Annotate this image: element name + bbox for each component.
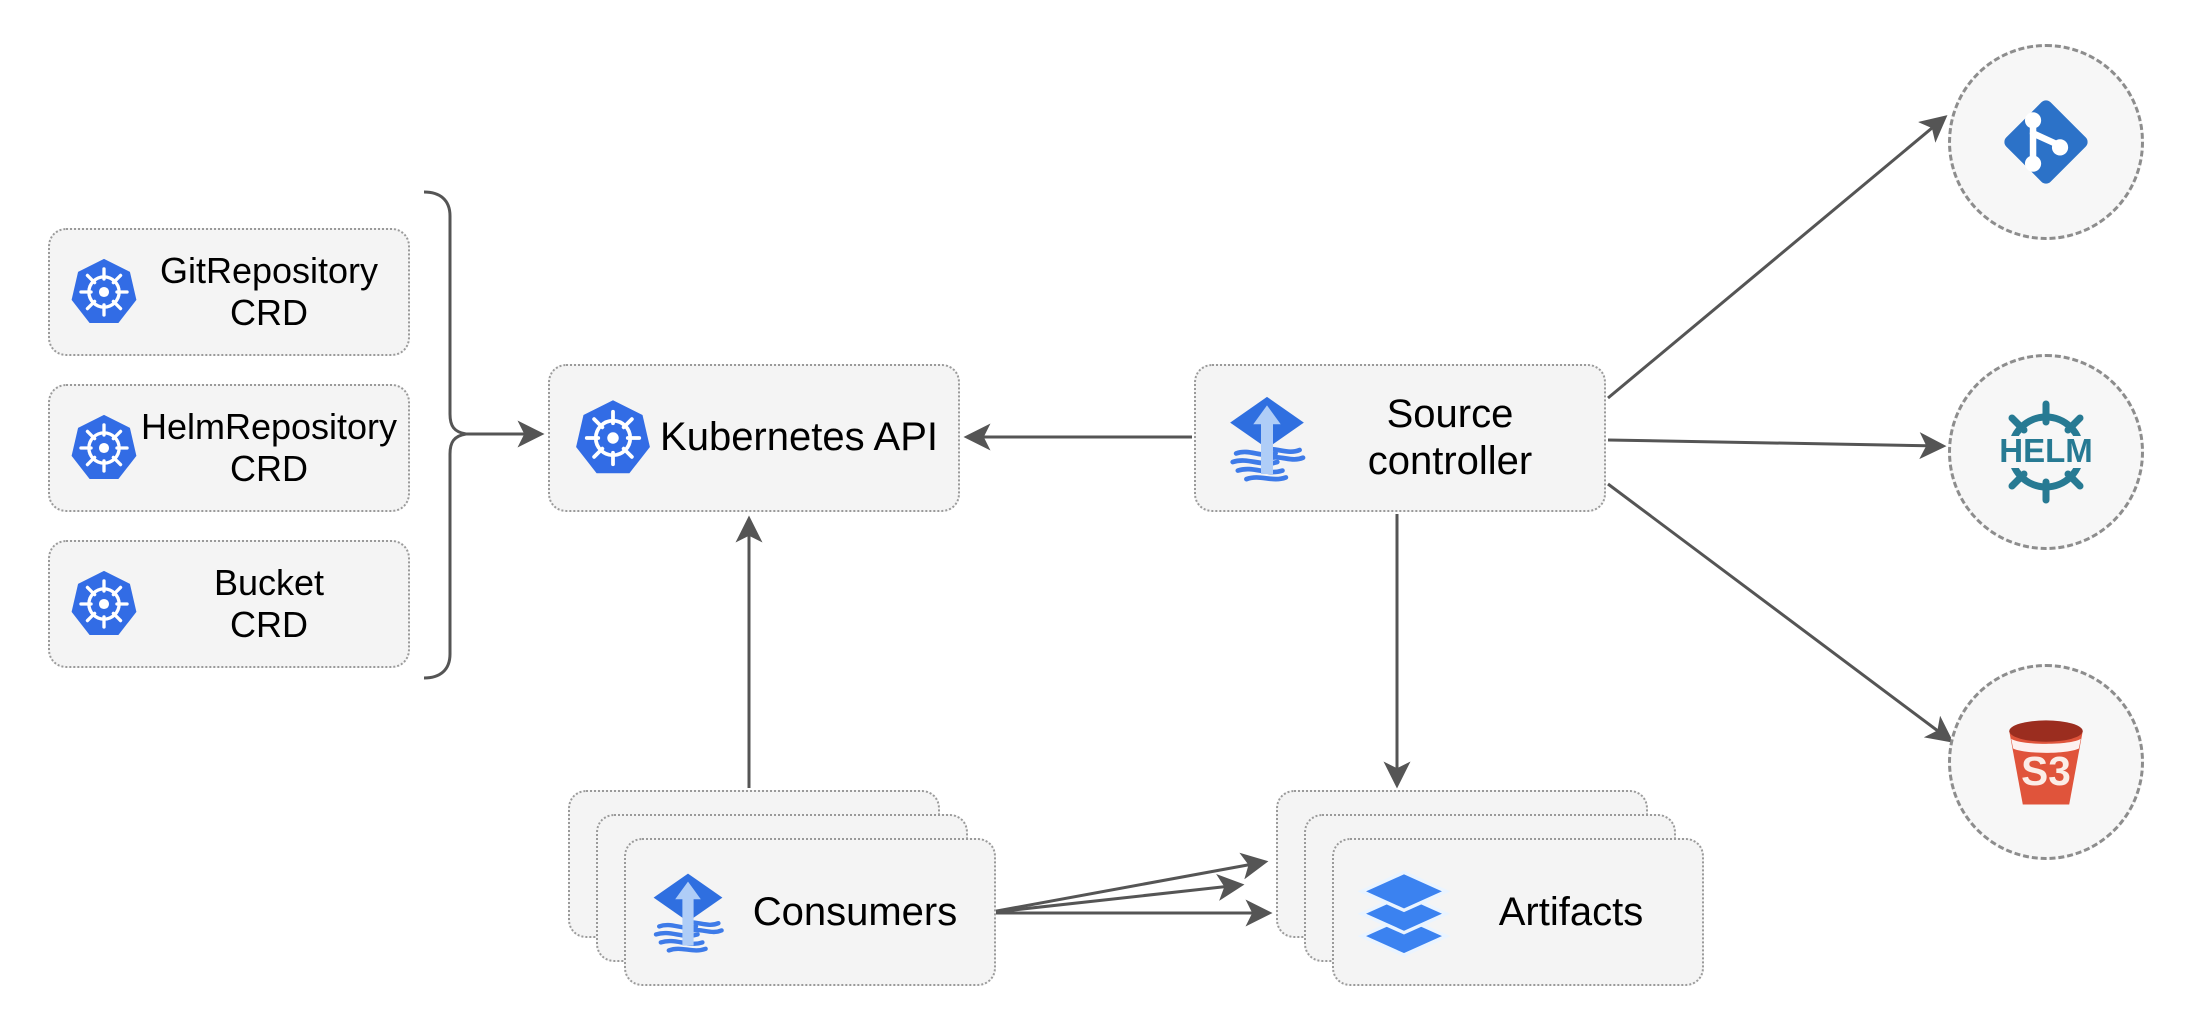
git-icon bbox=[1992, 88, 2100, 196]
layers-icon bbox=[1356, 869, 1452, 957]
edge-consumers-to-artifacts-1 bbox=[985, 852, 1269, 915]
external-source-s3[interactable]: S3 bbox=[1948, 664, 2144, 860]
crd-card-bucket[interactable]: Bucket CRD bbox=[48, 540, 410, 668]
artifacts-card-front[interactable]: Artifacts bbox=[1332, 838, 1704, 986]
edge-source-controller-to-s3 bbox=[1607, 482, 1954, 743]
node-label: Source controller bbox=[1367, 391, 1533, 483]
node-label: Kubernetes API bbox=[660, 415, 938, 460]
kubernetes-icon bbox=[68, 412, 140, 484]
node-label: Artifacts bbox=[1498, 889, 1644, 934]
crd-label: HelmRepository CRD bbox=[140, 405, 398, 489]
kubernetes-icon bbox=[68, 256, 140, 328]
crd-label: Bucket CRD bbox=[213, 561, 325, 645]
kubernetes-icon bbox=[572, 397, 654, 479]
s3-bucket-icon: S3 bbox=[1988, 704, 2104, 820]
crd-label: GitRepository CRD bbox=[159, 249, 379, 333]
edge-consumers-to-artifacts-2 bbox=[985, 874, 1245, 915]
s3-wordmark: S3 bbox=[2021, 748, 2071, 794]
external-source-git[interactable] bbox=[1948, 44, 2144, 240]
crd-card-gitrepository[interactable]: GitRepository CRD bbox=[48, 228, 410, 356]
consumers-card-front[interactable]: Consumers bbox=[624, 838, 996, 986]
helm-wordmark: HELM bbox=[1999, 432, 2093, 469]
node-label: Consumers bbox=[752, 889, 958, 934]
node-kubernetes-api[interactable]: Kubernetes API bbox=[548, 364, 960, 512]
crd-card-helmrepository[interactable]: HelmRepository CRD bbox=[48, 384, 410, 512]
crd-group-bracket bbox=[423, 190, 467, 680]
external-source-helm[interactable]: HELM bbox=[1948, 354, 2144, 550]
flux-icon bbox=[648, 866, 728, 958]
kubernetes-icon bbox=[68, 568, 140, 640]
node-source-controller[interactable]: Source controller bbox=[1194, 364, 1606, 512]
edge-source-controller-to-git bbox=[1607, 115, 1948, 400]
edge-source-controller-to-helm bbox=[1607, 432, 1947, 460]
helm-icon: HELM bbox=[1986, 392, 2106, 512]
flux-icon bbox=[1224, 390, 1310, 486]
